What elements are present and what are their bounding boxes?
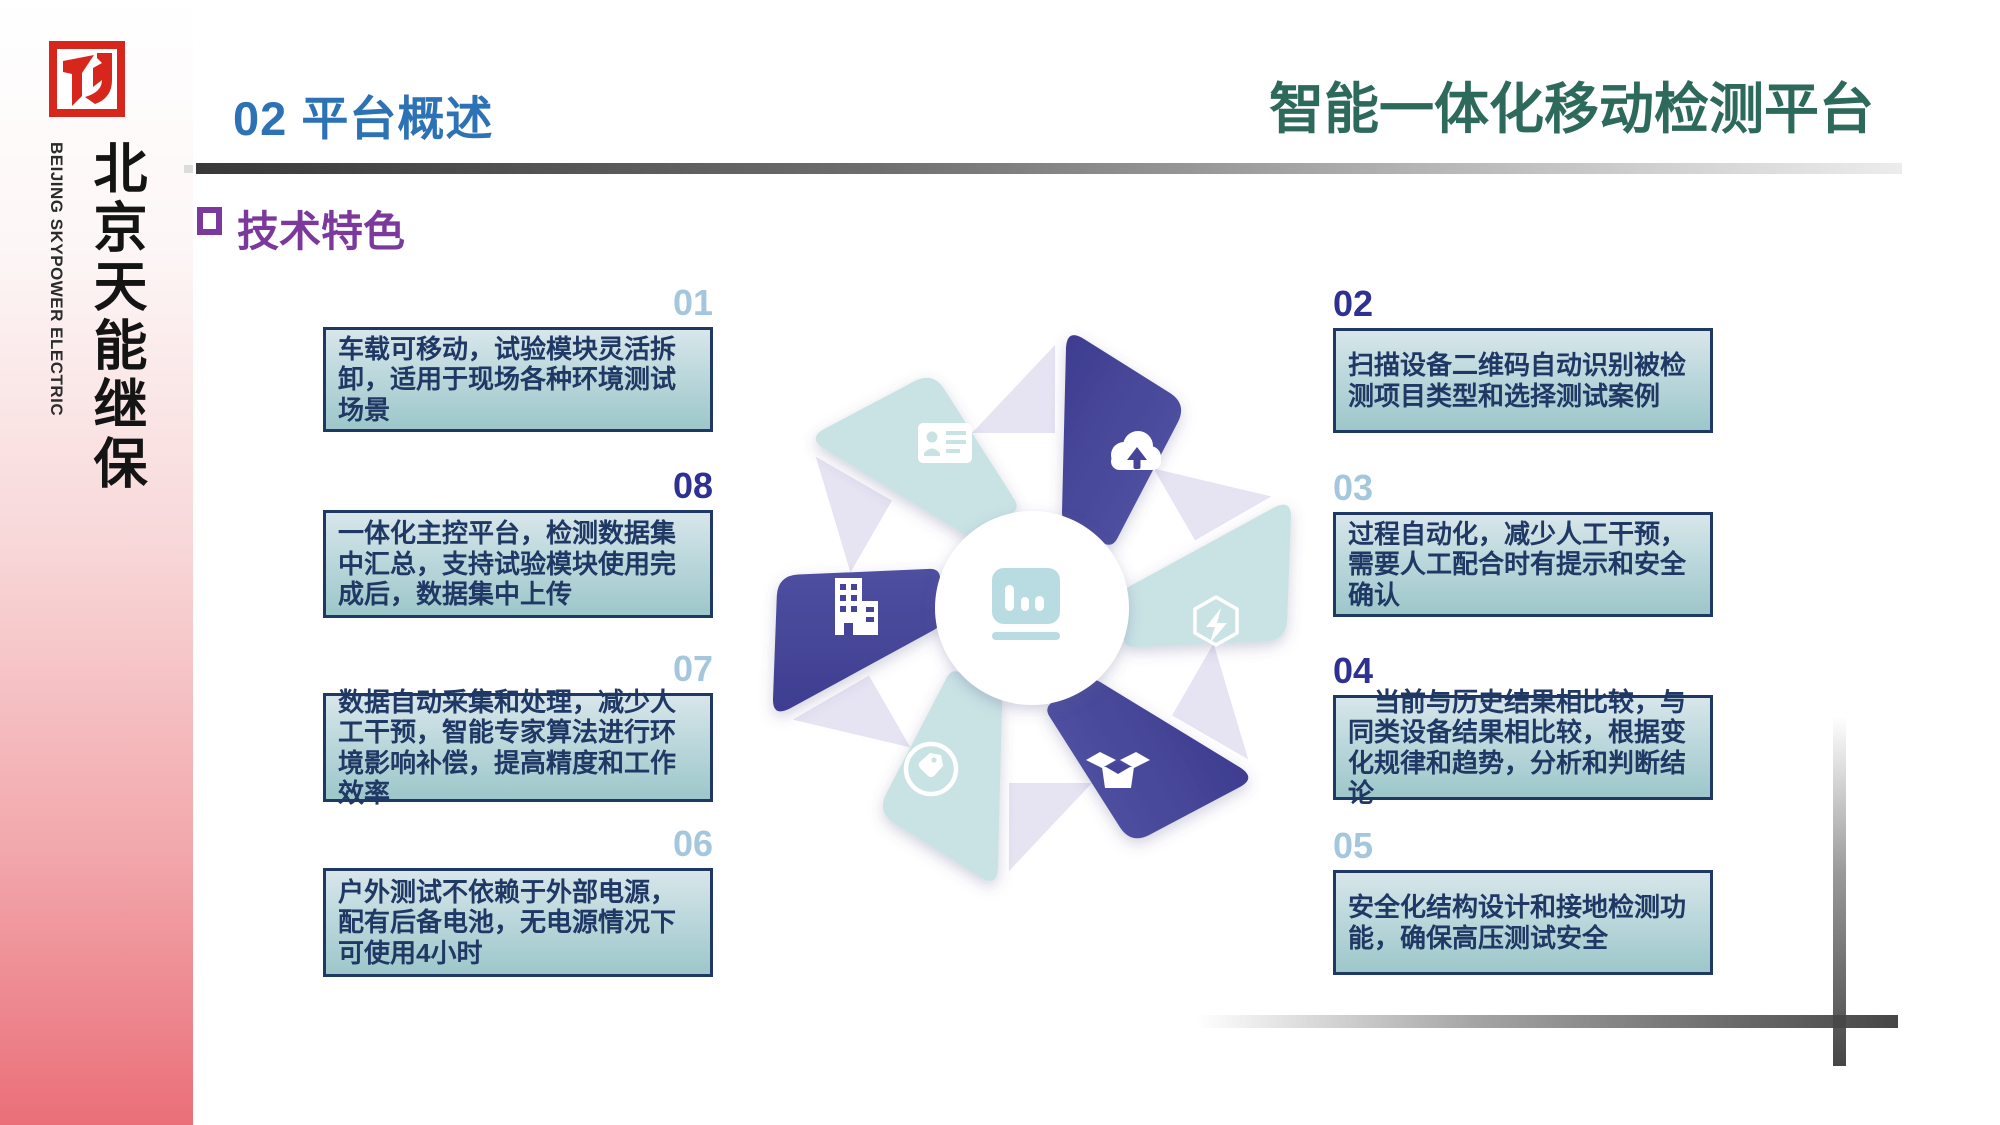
divider-line	[196, 163, 1902, 174]
feature-number-08: 08	[672, 465, 713, 506]
blade-top-right	[1062, 335, 1182, 545]
feature-number-06: 06	[672, 823, 713, 864]
bar-chart-board-icon	[992, 568, 1060, 640]
feature-number-02: 02	[1333, 283, 1374, 324]
pinwheel-diagram	[773, 335, 1291, 881]
blade-bottom-left	[882, 671, 1002, 881]
open-box-icon	[1086, 752, 1150, 788]
feature-box-08: 一体化主控平台，检测数据集中汇总，支持试验模块使用完成后，数据集中上传	[323, 510, 713, 618]
divider-start-square	[184, 165, 193, 173]
company-name-en: BEIJING SKYPOWER ELECTRIC	[47, 142, 66, 417]
decor-vertical-bar	[1833, 716, 1846, 1066]
feature-box-04: 当前与历史结果相比较，与同类设备结果相比较，根据变化规律和趋势，分析和判断结论	[1333, 687, 1713, 808]
section-title: 02 平台概述	[233, 92, 494, 145]
feature-box-02: 扫描设备二维码自动识别被检测项目类型和选择测试案例	[1333, 328, 1713, 433]
cloud-upload-icon	[1111, 431, 1161, 470]
feature-number-03: 03	[1333, 467, 1374, 508]
subtitle-row: 技术特色	[197, 198, 405, 259]
company-name-cn: 北京天能继保	[85, 140, 145, 494]
sidebar: 北京天能继保 BEIJING SKYPOWER ELECTRIC	[0, 0, 193, 1125]
feature-number-05: 05	[1333, 825, 1374, 866]
feature-number-04: 04	[1333, 650, 1374, 691]
blade-left	[773, 568, 943, 712]
tag-icon	[903, 741, 959, 797]
feature-number-01: 01	[672, 282, 713, 323]
feature-number-07: 07	[672, 648, 713, 689]
feature-box-06: 户外测试不依赖于外部电源，配有后备电池，无电源情况下可使用4小时	[323, 868, 713, 977]
blade-right	[1121, 504, 1291, 648]
lavender-triangles	[792, 345, 1272, 871]
blade-top-left	[815, 377, 1017, 537]
subtitle-label: 技术特色	[237, 208, 406, 255]
shield-lightning-icon	[1193, 595, 1239, 647]
id-card-icon	[918, 423, 972, 463]
feature-box-01: 车载可移动，试验模块灵活拆卸，适用于现场各种环境测试场景	[323, 327, 713, 432]
feature-box-07: 数据自动采集和处理，减少人工干预，智能专家算法进行环境影响补偿，提高精度和工作效…	[323, 687, 713, 808]
company-logo-icon	[49, 41, 125, 117]
slide-title: 智能一体化移动检测平台	[1268, 78, 1874, 140]
feature-box-03: 过程自动化，减少人工干预，需要人工配合时有提示和安全确认	[1333, 512, 1713, 617]
square-bullet-icon	[197, 207, 222, 235]
decor-horizontal-bar	[1196, 1015, 1898, 1028]
feature-box-05: 安全化结构设计和接地检测功能，确保高压测试安全	[1333, 870, 1713, 975]
building-icon	[835, 578, 878, 635]
